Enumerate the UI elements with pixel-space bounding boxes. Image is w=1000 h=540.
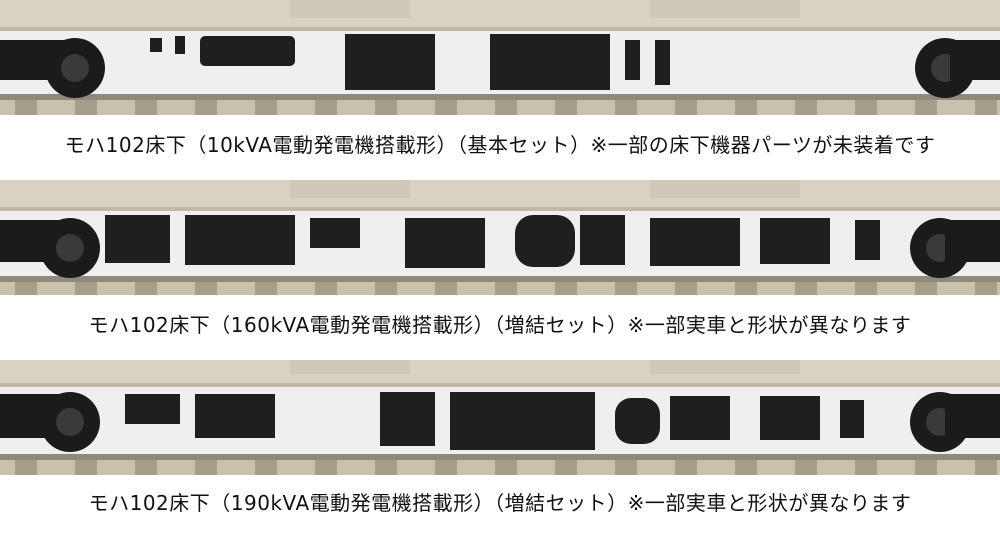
underfloor-photo-2-image [0, 180, 1000, 295]
underfloor-photo-1-image [0, 0, 1000, 115]
underfloor-photo-3-image [0, 360, 1000, 475]
photo-1-caption: モハ102床下（10kVA電動発電機搭載形）（基本セット）※一部の床下機器パーツ… [0, 130, 1000, 160]
underfloor-photo-2 [0, 180, 1000, 295]
underfloor-photo-3 [0, 360, 1000, 475]
underfloor-photo-1 [0, 0, 1000, 115]
photo-3-caption: モハ102床下（190kVA電動発電機搭載形）（増結セット）※一部実車と形状が異… [0, 488, 1000, 518]
photo-2-caption: モハ102床下（160kVA電動発電機搭載形）（増結セット）※一部実車と形状が異… [0, 310, 1000, 340]
